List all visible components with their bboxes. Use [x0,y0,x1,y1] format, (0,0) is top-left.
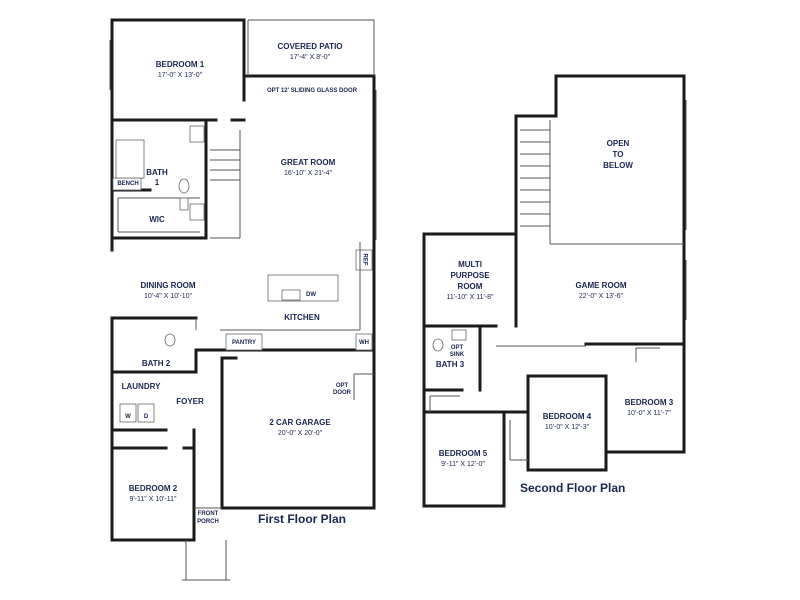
open-to-below-line3: BELOW [603,161,633,170]
great-room-dimensions: 16'-10" X 21'-4" [283,170,333,177]
bedroom-4-dimensions: 10'-0" X 12'-3" [544,424,590,431]
bedroom-2-label: BEDROOM 2 [128,484,178,493]
foyer-label: FOYER [176,397,204,406]
bedroom-5-dimensions: 9'-11" X 12'-0" [441,461,485,468]
garage-label: 2 CAR GARAGE [269,418,331,427]
great-room-label: GREAT ROOM [280,158,336,167]
dishwasher-label: DW [306,292,316,298]
wic-label: WIC [149,215,165,224]
opt-sink-line1: OPT [450,345,464,351]
opt-door-label-line2: DOOR [333,390,351,396]
bath-1-label-line2: 1 [154,178,160,187]
ref-label: REF [361,253,368,266]
front-porch-label-line1: FRONT [197,511,219,517]
dining-room-dimensions: 10'-4" X 10'-10" [143,293,193,300]
bedroom-3-dimensions: 10'-0" X 11'-7" [627,410,671,417]
bath-3-label: BATH 3 [435,360,465,369]
bench-label: BENCH [117,181,139,187]
water-heater-label: WH [359,340,369,346]
bedroom-1-dimensions: 17'-0" X 13'-0" [157,72,203,79]
garage-dimensions: 20'-0" X 20'-0" [277,430,323,437]
opt-door-label-line1: OPT [335,383,349,389]
second-floor-walls [422,74,687,508]
open-to-below-line1: OPEN [606,139,630,148]
washer-label: W [125,414,131,420]
multi-purpose-line1: MULTI [458,260,482,269]
game-room-label: GAME ROOM [575,281,627,290]
bedroom-5-label: BEDROOM 5 [438,449,488,458]
dining-room-label: DINING ROOM [140,281,196,290]
front-porch-label-line2: PORCH [197,519,219,525]
bedroom-2-dimensions: 9'-11" X 10'-11" [129,496,177,503]
laundry-label: LAUNDRY [121,382,161,391]
first-floor-walls [109,18,377,581]
bedroom-3-label: BEDROOM 3 [624,398,674,407]
multi-purpose-line3: ROOM [457,282,483,291]
covered-patio-dimensions: 17'-4" X 8'-0" [289,54,331,61]
bedroom-4-label: BEDROOM 4 [542,412,592,421]
first-floor-caption: First Floor Plan [258,512,347,526]
open-to-below-line2: TO [612,150,624,159]
multi-purpose-line2: PURPOSE [450,271,490,280]
pantry-label: PANTRY [232,340,256,346]
kitchen-label: KITCHEN [284,313,320,322]
multi-purpose-dimensions: 11'-10" X 11'-8" [446,294,494,301]
second-floor-caption: Second Floor Plan [520,481,626,495]
dryer-label: D [143,414,149,420]
opt-sink-line2: SINK [449,352,465,358]
bedroom-1-label: BEDROOM 1 [155,60,205,69]
bath-2-label: BATH 2 [141,359,171,368]
bath-1-label-line1: BATH [146,168,168,177]
game-room-dimensions: 22'-0" X 13'-6" [578,293,624,300]
covered-patio-label: COVERED PATIO [277,42,343,51]
sliding-glass-door-label: OPT 12' SLIDING GLASS DOOR [266,88,358,94]
